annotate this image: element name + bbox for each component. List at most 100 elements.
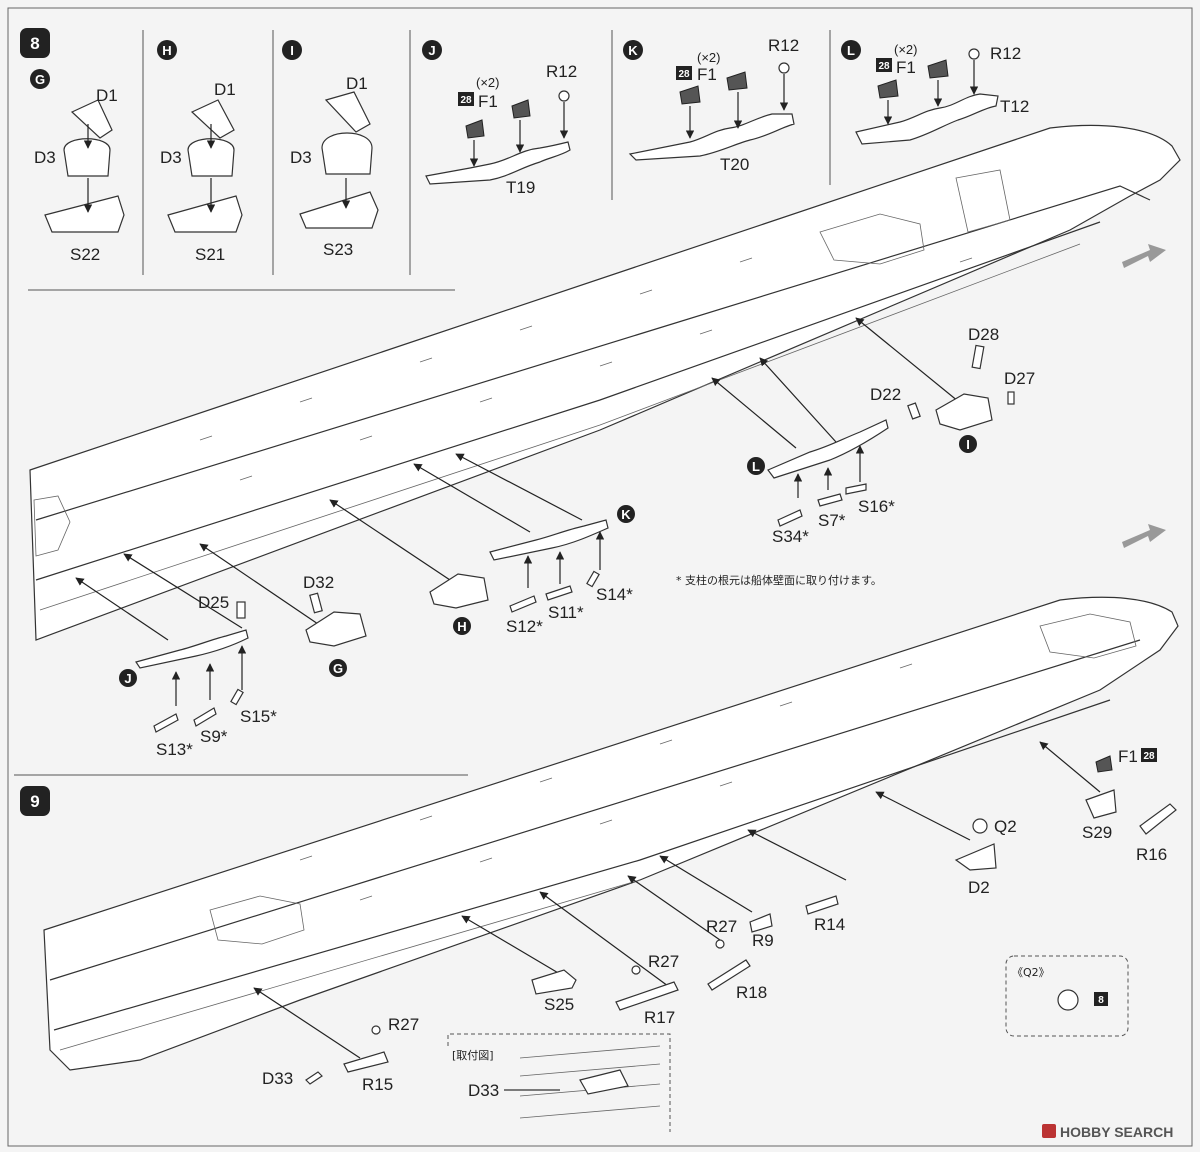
part-s25 [531,969,577,995]
label-d1-h: D1 [214,80,236,99]
direction-arrow-1 [1122,244,1166,268]
svg-text:HOBBY SEARCH: HOBBY SEARCH [1060,1124,1173,1140]
label-s16: S16* [858,497,895,516]
part-f1-l-a [877,79,899,99]
label-s11: S11* [548,603,584,622]
label-r18: R18 [736,983,767,1002]
detail-inset: [取付図] D33 [447,1033,671,1132]
label-d3-h: D3 [160,148,182,167]
subassembly-k: K (×2) 28 F1 R12 T20 [623,36,799,174]
badge-g: G [30,69,50,89]
part-r15 [343,1051,389,1073]
subassembly-j: J (×2) 28 F1 R12 T19 [422,40,577,197]
part-d3-h [187,138,235,177]
label-t20: T20 [720,155,749,174]
label-r17: R17 [644,1008,675,1027]
part-f1-k-a [679,85,701,105]
part-s23 [299,191,379,229]
label-d33: D33 [262,1069,293,1088]
part-s22 [44,195,125,233]
label-d1-i: D1 [346,74,368,93]
paint-code-j: 28 [460,95,472,106]
part-d3-i [321,132,373,175]
svg-text:L: L [752,459,760,474]
label-s34: S34* [772,527,809,546]
part-r12-j [558,90,570,102]
detail-title: [取付図] [452,1049,494,1062]
part-r12-k [778,62,790,74]
flight-deck-9 [43,596,1179,1071]
svg-text:K: K [621,507,631,522]
mount-i-callout: I D28 D27 [935,325,1035,453]
part-d1-g [70,99,113,139]
svg-text:K: K [628,43,638,58]
flight-deck-8 [29,124,1181,641]
part-d3-g [63,138,111,177]
label-r27a: R27 [706,917,737,936]
part-d33 [305,1071,323,1085]
part-s29 [1085,789,1117,819]
label-s23: S23 [323,240,353,259]
label-r15: R15 [362,1075,393,1094]
badge-i: I [282,40,302,60]
part-t12 [855,93,999,145]
part-d1-i [324,91,371,133]
part-d1-h [190,99,235,139]
count-l: (×2) [894,42,917,57]
svg-text:L: L [847,43,855,58]
part-f1-l-b [927,59,949,79]
part-r9 [749,913,773,933]
label-r27c: R27 [388,1015,419,1034]
svg-text:J: J [428,43,435,58]
label-d3-i: D3 [290,148,312,167]
label-r12-k: R12 [768,36,799,55]
part-t19 [425,141,571,185]
step-8-badge: 8 [20,28,50,58]
label-s12: S12* [506,617,543,636]
elevator-9b [209,895,305,945]
hull-step-9 [43,596,1179,1071]
mount-g-callout: G D32 [303,573,367,677]
paint-square-k [676,66,692,80]
badge-k: K [623,40,643,60]
q2-inset: 《Q2》 8 [1005,955,1129,1037]
part-f1-j-a [465,119,485,139]
hull-step-8 [29,124,1181,641]
svg-text:G: G [333,661,343,676]
svg-text:G: G [35,72,45,87]
label-s9: S9* [200,727,228,746]
paint-square-l [876,58,892,72]
label-t12: T12 [1000,97,1029,116]
label-d22: D22 [870,385,901,404]
count-j: (×2) [476,75,499,90]
label-s21: S21 [195,245,225,264]
inset-title: 《Q2》 [1012,966,1050,979]
label-d25: D25 [198,593,229,612]
part-s21 [167,195,243,233]
part-q2 [972,818,988,834]
subassembly-g: G D1 D3 S22 [30,69,125,264]
label-r27b: R27 [648,952,679,971]
label-d32: D32 [303,573,334,592]
label-s14: S14* [596,585,633,604]
part-f1-k-b [726,71,748,91]
svg-text:I: I [966,437,970,452]
svg-text:9: 9 [30,792,39,811]
part-f1-9 [1095,755,1113,773]
svg-text:8: 8 [30,34,39,53]
label-s13: S13* [156,740,193,759]
part-r18 [707,959,751,991]
paint-code-l: 28 [878,61,890,72]
mount-j-callout: J D25 S13* S9* S15* [119,593,277,759]
part-d2 [954,843,997,871]
paint-code-k: 28 [678,69,690,80]
elevator-9a [1039,613,1137,659]
badge-l: L [841,40,861,60]
part-r14 [805,895,839,915]
label-f1-j: F1 [478,92,498,111]
label-t19: T19 [506,178,535,197]
label-s25: S25 [544,995,574,1014]
part-f1-j-b [511,99,531,119]
step9-parts: F1 28 S29 R16 Q2 D2 R14 R9 R27 R18 R27 R… [262,747,1177,1094]
